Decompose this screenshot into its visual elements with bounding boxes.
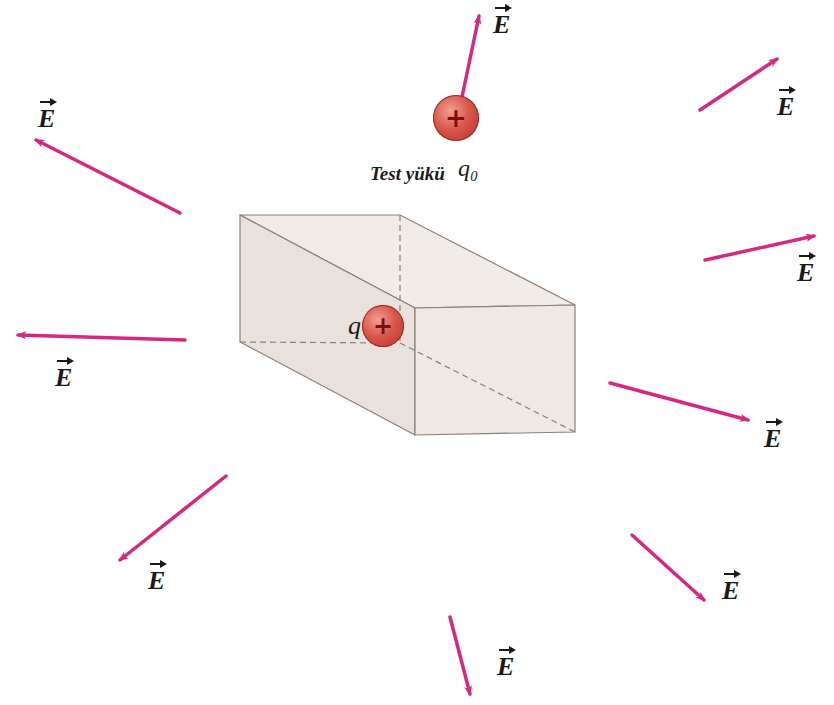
field-vector-label: E: [55, 357, 72, 391]
test-charge-symbol: q₀: [458, 155, 478, 182]
gauss-box: [240, 215, 575, 435]
field-vector-label: E: [497, 646, 514, 680]
source-charge: q+: [348, 305, 404, 347]
charge-circle: +: [362, 305, 404, 347]
test-charge-label: Test yükü: [370, 163, 445, 185]
field-vector-label: E: [493, 4, 510, 38]
field-arrows: [18, 16, 814, 694]
field-vector-label: E: [148, 560, 165, 594]
field-vector-label: E: [797, 252, 814, 286]
charge-symbol: q: [348, 311, 361, 341]
field-vector-label: E: [722, 570, 739, 604]
test-charge: +: [433, 95, 479, 141]
field-vector-label: E: [38, 98, 55, 132]
charge-circle: +: [433, 95, 479, 141]
field-vector-label: E: [777, 86, 794, 120]
field-vector-label: E: [764, 418, 781, 452]
